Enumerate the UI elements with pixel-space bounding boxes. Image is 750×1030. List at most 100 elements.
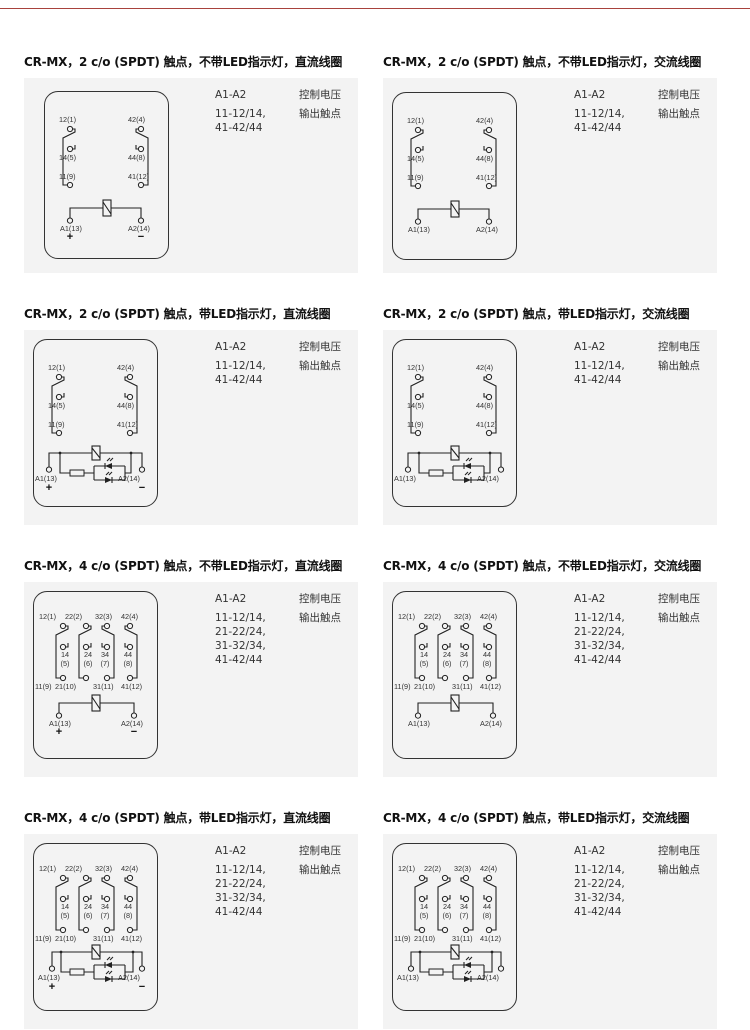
spec-description: 控制电压: [299, 341, 341, 353]
no-terminal-label: (5): [420, 911, 429, 920]
no-contact-hook: [65, 643, 69, 648]
no-contact-hook: [88, 643, 92, 648]
terminal-circle: [418, 874, 426, 882]
spec-terminals: A1-A2: [215, 340, 299, 354]
terminal-circle: [414, 182, 422, 190]
plus-sign: +: [46, 482, 52, 494]
switch-blade: [483, 877, 497, 931]
a1-terminal-label: A1(13): [408, 719, 430, 728]
com-terminal-label: 11(9): [407, 420, 424, 429]
relay-diagram-panel: 12(1)14(5)11(9)42(4)44(8)41(12)A1(13)A2(…: [383, 78, 717, 273]
nc-terminal-label: 32(3): [95, 612, 112, 621]
terminal-circle: [485, 393, 493, 401]
terminal-circle: [82, 874, 90, 882]
relay-diagram-panel: 12(1)14(5)11(9)42(4)44(8)41(12)A1(13)A2(…: [24, 78, 358, 273]
com-terminal-label: 21(10): [55, 934, 76, 943]
nc-terminal-label: 22(2): [424, 864, 441, 873]
terminal-circle: [130, 712, 138, 719]
terminal-circle: [441, 674, 449, 682]
terminal-circle: [441, 874, 449, 882]
nc-terminal-label: 42(4): [117, 363, 134, 372]
diagram-title: CR-MX，4 c/o (SPDT) 触点，不带LED指示灯，交流线圈: [383, 559, 702, 573]
nc-terminal-label: 12(1): [48, 363, 65, 372]
schematic-svg: 12(1)14(5)11(9)22(2)24(6)21(10)32(3)34(7…: [394, 612, 502, 728]
relay-diagram-panel: 12(1)14(5)11(9)22(2)24(6)21(10)32(3)34(7…: [24, 582, 358, 777]
switch-blade: [55, 877, 69, 931]
terminal-circle: [126, 373, 134, 381]
coil-circuit: A1(13)A2(14)+−: [60, 199, 150, 243]
no-contact-hook: [135, 145, 139, 150]
spec-terminals: 11-12/14,41-42/44: [215, 359, 299, 387]
wiring-schematic: 12(1)14(5)11(9)42(4)44(8)41(12)A1(13)A2(…: [392, 92, 517, 260]
nc-terminal-label: 22(2): [424, 612, 441, 621]
spec-description: 输出触点: [658, 360, 700, 372]
terminal-circle: [441, 895, 449, 903]
light-emission-arrows-icon: [464, 457, 473, 476]
com-terminal-label: 41(12): [480, 934, 501, 943]
switch-blade: [483, 625, 497, 679]
switch-blade: [124, 376, 138, 434]
terminal-label: 41-42/44: [574, 654, 622, 666]
terminal-circle: [404, 466, 412, 473]
a1-terminal-label: A1(13): [408, 225, 430, 234]
led-diode-icon: [105, 463, 112, 469]
terminal-label: 11-12/14,: [215, 612, 266, 624]
no-terminal-label: 44(8): [128, 153, 145, 162]
nc-terminal-label: 12(1): [398, 864, 415, 873]
terminal-circle: [103, 874, 111, 882]
terminal-circle: [126, 874, 134, 882]
com-terminal-label: 11(9): [35, 682, 52, 691]
no-terminal-label: 14(5): [407, 154, 424, 163]
switch-blade: [460, 625, 474, 679]
no-contact-hook: [124, 393, 128, 398]
wiring-schematic: 12(1)14(5)11(9)22(2)24(6)21(10)32(3)34(7…: [392, 591, 517, 759]
terminal-circle: [82, 674, 90, 682]
no-terminal-label: (5): [61, 911, 70, 920]
no-terminal-label: (8): [483, 911, 492, 920]
no-terminal-label: (6): [443, 659, 452, 668]
nc-terminal-label: 42(4): [480, 864, 497, 873]
no-contact-hook: [124, 895, 128, 900]
led-diode-icon: [464, 976, 471, 982]
no-contact-hook: [61, 393, 65, 398]
a2-terminal-label: A2(14): [480, 719, 502, 728]
terminal-label: A1-A2: [574, 89, 606, 101]
terminal-circle: [485, 182, 493, 190]
spec-description: 控制电压: [299, 845, 341, 857]
terminal-circle: [59, 622, 67, 630]
terminal-label: A1-A2: [215, 341, 247, 353]
no-contact-hook: [460, 895, 464, 900]
nc-terminal-label: 22(2): [65, 864, 82, 873]
no-terminal-label: 44: [124, 650, 132, 659]
no-terminal-label: 44: [483, 650, 491, 659]
diagram-title: CR-MX，2 c/o (SPDT) 触点，带LED指示灯，交流线圈: [383, 307, 690, 321]
no-terminal-label: 44: [483, 902, 491, 911]
relay-diagram-panel: 12(1)14(5)11(9)42(4)44(8)41(12)A1(13)A2(…: [383, 330, 717, 525]
coil-circuit: A1(13)A2(14): [394, 445, 505, 483]
no-contact-hook: [447, 643, 451, 648]
no-terminal-label: 34: [101, 902, 109, 911]
terminal-label: 11-12/14,: [574, 864, 625, 876]
spec-terminals: A1-A2: [215, 88, 299, 102]
nc-terminal-label: 12(1): [407, 116, 424, 125]
no-terminal-label: (6): [443, 911, 452, 920]
a1-terminal-label: A1(13): [49, 719, 71, 728]
a2-terminal-label: A2(14): [118, 474, 140, 483]
terminal-label: 21-22/24,: [215, 626, 266, 638]
schematic-svg: 12(1)14(5)11(9)22(2)24(6)21(10)32(3)34(7…: [35, 612, 143, 738]
no-contact-hook: [483, 146, 487, 151]
terminal-circle: [485, 643, 493, 651]
terminal-circle: [126, 429, 134, 437]
terminal-circle: [126, 926, 134, 934]
terminal-label: 41-42/44: [215, 374, 263, 386]
schematic-svg: 12(1)14(5)11(9)22(2)24(6)21(10)32(3)34(7…: [35, 864, 145, 993]
terminal-label: 21-22/24,: [215, 878, 266, 890]
terminal-circle: [485, 674, 493, 682]
